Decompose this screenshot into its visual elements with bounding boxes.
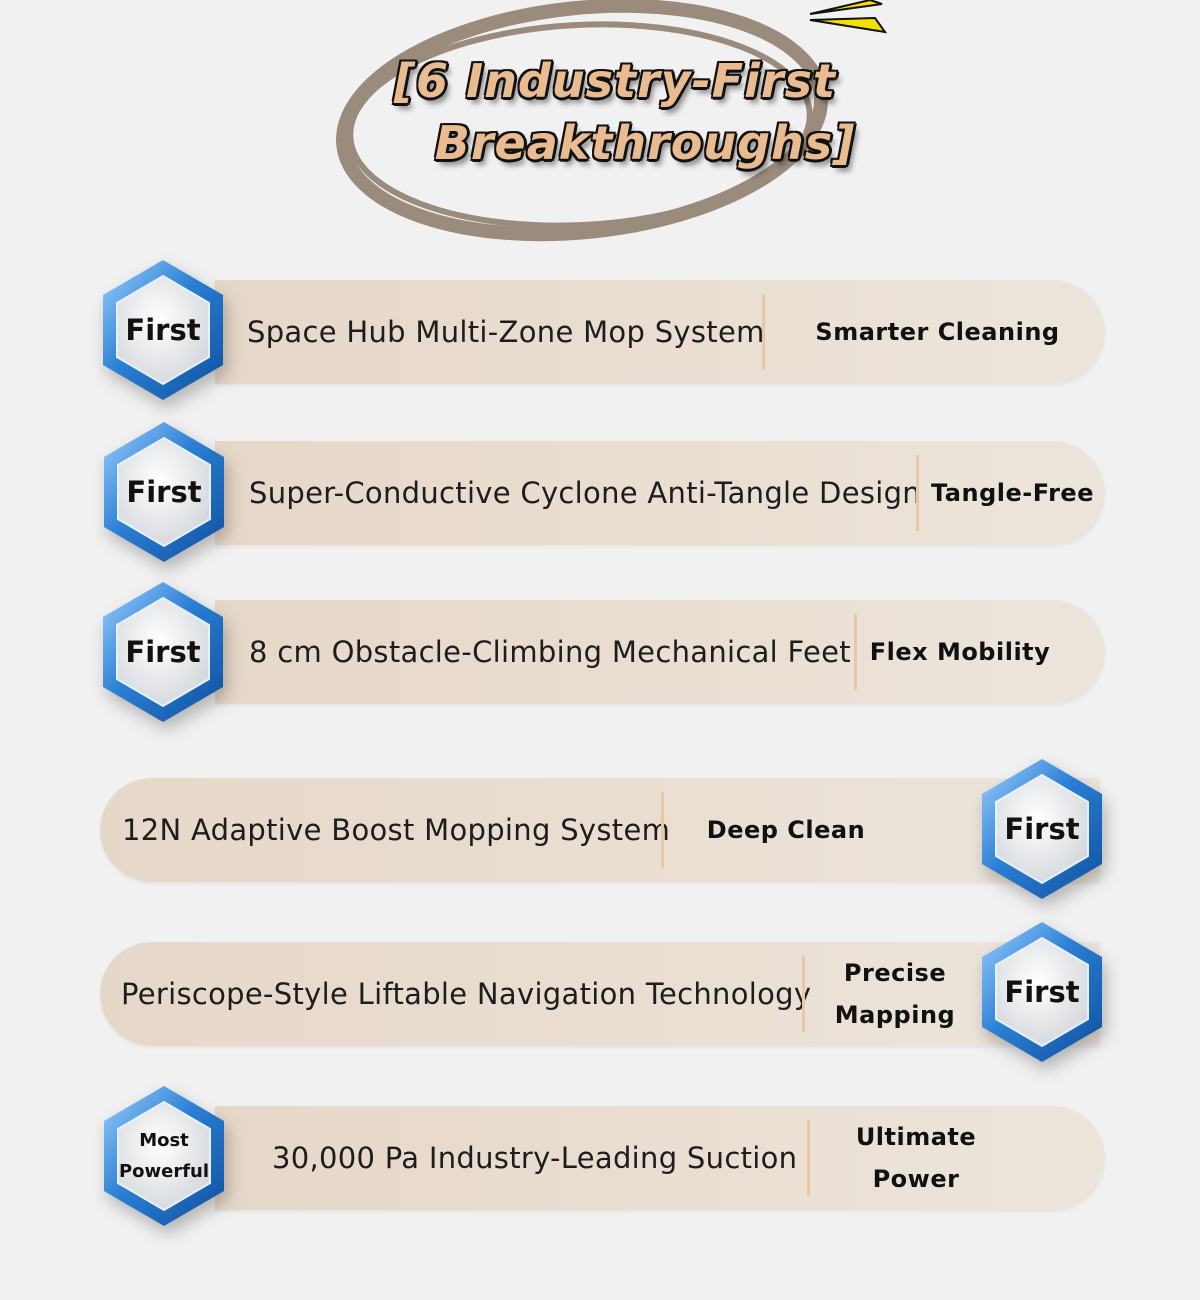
divider <box>916 455 919 531</box>
hexagon-icon <box>103 582 223 722</box>
feature-label: 8 cm Obstacle-Climbing Mechanical Feet <box>249 635 851 669</box>
page-title-line2: Breakthroughs] <box>434 116 856 170</box>
first-hexagon-badge: First <box>978 920 1106 1064</box>
badge-label: First <box>125 313 201 347</box>
divider <box>661 792 664 868</box>
feature-tag-line2: Power <box>872 1165 960 1193</box>
badge-label: First <box>126 475 202 509</box>
badge-label: First <box>125 635 201 669</box>
feature-tag-line1: Precise <box>843 959 947 987</box>
feature-tag-line1: Ultimate <box>855 1123 977 1151</box>
divider <box>854 614 857 690</box>
feature-row: Super-Conductive Cyclone Anti-Tangle Des… <box>215 441 1105 545</box>
hexagon-icon <box>982 922 1102 1062</box>
hexagon-icon <box>103 260 223 400</box>
hexagon-icon <box>104 1086 224 1226</box>
feature-tag: Flex Mobility <box>869 638 1051 666</box>
page-title-line1: [6 Industry-First <box>394 54 836 108</box>
feature-tag: Tangle-Free <box>931 479 1094 507</box>
feature-tag: Smarter Cleaning <box>815 318 1060 346</box>
feature-row: 8 cm Obstacle-Climbing Mechanical Feet F… <box>215 600 1105 704</box>
title-banner: [6 Industry-First Breakthroughs] <box>330 0 900 250</box>
feature-row: Space Hub Multi-Zone Mop System Smarter … <box>215 280 1105 384</box>
feature-row: Periscope-Style Liftable Navigation Tech… <box>100 942 1100 1046</box>
scribble-circle-icon <box>336 0 888 242</box>
divider <box>807 1120 810 1196</box>
hexagon-icon <box>104 422 224 562</box>
feature-label: Periscope-Style Liftable Navigation Tech… <box>121 977 812 1011</box>
first-hexagon-badge: First <box>100 420 228 564</box>
first-hexagon-badge: First <box>978 757 1106 901</box>
badge-line2: Powerful <box>118 1161 210 1182</box>
divider <box>802 956 805 1032</box>
badge-label: Most Powerful <box>100 1125 228 1187</box>
feature-label: Super-Conductive Cyclone Anti-Tangle Des… <box>249 476 921 510</box>
feature-row: 12N Adaptive Boost Mopping System Deep C… <box>100 778 1100 882</box>
feature-tag: Deep Clean <box>706 816 866 844</box>
first-hexagon-badge: First <box>99 258 227 402</box>
feature-label: 12N Adaptive Boost Mopping System <box>122 813 671 847</box>
first-hexagon-badge: First <box>99 580 227 724</box>
feature-row: 30,000 Pa Industry-Leading Suction Ultim… <box>215 1106 1105 1210</box>
feature-tag-line2: Mapping <box>834 1001 956 1029</box>
most-powerful-hexagon-badge: Most Powerful <box>100 1084 228 1228</box>
divider <box>762 294 765 370</box>
feature-tag: Precise Mapping <box>815 952 975 1036</box>
badge-line1: Most <box>139 1130 189 1151</box>
feature-label: 30,000 Pa Industry-Leading Suction <box>272 1141 798 1175</box>
badge-label: First <box>1004 812 1080 846</box>
hexagon-icon <box>982 759 1102 899</box>
feature-label: Space Hub Multi-Zone Mop System <box>247 315 765 349</box>
feature-tag: Ultimate Power <box>835 1116 997 1200</box>
badge-label: First <box>1004 975 1080 1009</box>
